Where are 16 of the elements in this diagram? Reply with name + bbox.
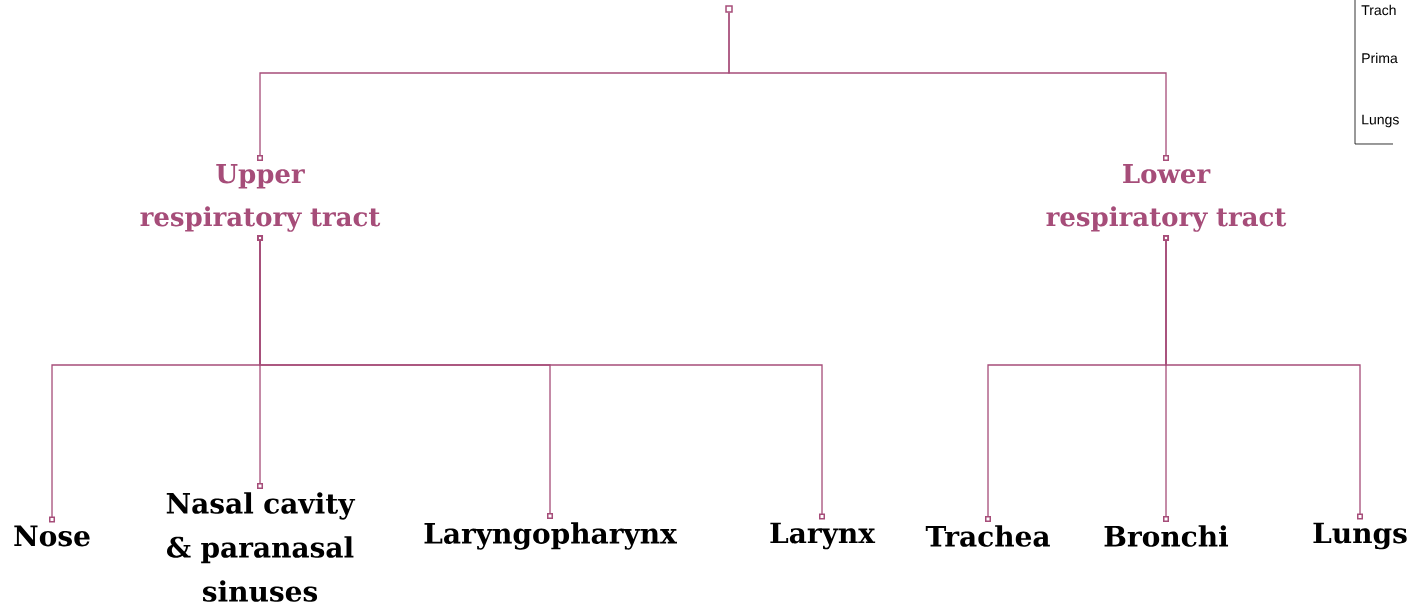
- connector-square: [725, 5, 733, 13]
- part-label: Bronchi: [1104, 525, 1229, 547]
- part-label: Nasal cavity & paranasal sinuses: [166, 492, 356, 602]
- connector: [728, 12, 1169, 161]
- connector: [1163, 235, 1363, 520]
- part-label: Trachea: [925, 525, 1050, 547]
- part-label: Nose: [14, 525, 90, 547]
- connector: [257, 235, 825, 520]
- legend-text: Lungs: [1362, 114, 1399, 128]
- group-heading: Lower respiratory tract: [1046, 164, 1287, 232]
- part-label: Larynx: [770, 522, 876, 550]
- group-heading: Upper respiratory tract: [140, 164, 381, 232]
- part-label: Lungs: [1313, 522, 1407, 550]
- legend-text: Trach: [1361, 4, 1396, 16]
- legend-text: Prima: [1362, 52, 1398, 64]
- part-label: Laryngopharynx: [424, 522, 677, 550]
